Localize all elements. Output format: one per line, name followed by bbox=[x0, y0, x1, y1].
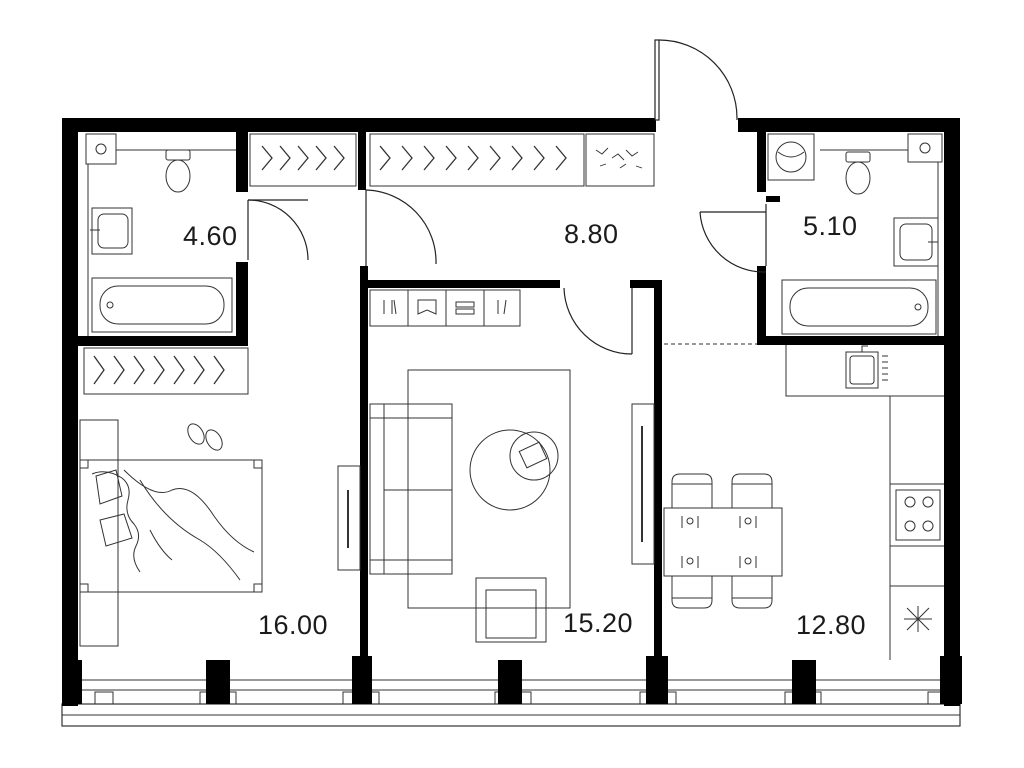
toilet-icon bbox=[845, 151, 871, 195]
bedroom-furniture bbox=[79, 419, 361, 647]
entrance-door bbox=[654, 39, 738, 121]
armchair-icon bbox=[475, 577, 547, 643]
rug bbox=[407, 369, 571, 609]
left-bath-door bbox=[247, 199, 309, 261]
right-bath-door bbox=[699, 204, 767, 273]
bedroom-door bbox=[365, 189, 437, 266]
tv-icon bbox=[631, 403, 655, 565]
kitchen-furniture bbox=[663, 343, 944, 660]
kitchen-counter bbox=[785, 345, 944, 660]
bathroom-right-area: 5.10 bbox=[803, 211, 858, 241]
living-room-furniture bbox=[369, 289, 655, 643]
bathtub-icon bbox=[781, 279, 937, 335]
bed-icon bbox=[79, 459, 263, 593]
kitchen-area: 12.80 bbox=[796, 610, 867, 640]
washing-machine-icon bbox=[767, 133, 815, 181]
kitchen-sink-icon bbox=[845, 345, 888, 389]
doors bbox=[247, 39, 767, 355]
hanger-icons bbox=[93, 145, 567, 385]
hallway-area: 8.80 bbox=[564, 219, 619, 249]
fridge-icon bbox=[904, 606, 932, 632]
toilet-icon bbox=[165, 149, 191, 193]
living-door bbox=[563, 287, 633, 355]
shoe-rack-icon bbox=[595, 147, 643, 169]
sink-icon bbox=[90, 207, 133, 255]
sofa-icon bbox=[369, 403, 453, 575]
left-bathroom-fixtures bbox=[85, 133, 236, 336]
coffee-table-icon bbox=[469, 429, 559, 511]
sink-icon bbox=[893, 217, 939, 267]
chair-icons bbox=[671, 473, 773, 609]
living-room-area: 15.20 bbox=[563, 608, 634, 638]
wardrobes bbox=[83, 133, 655, 395]
bathroom-left-area: 4.60 bbox=[183, 221, 238, 251]
shelf-unit bbox=[369, 289, 521, 327]
right-bathroom-fixtures bbox=[767, 133, 943, 336]
cooktop-icon bbox=[895, 489, 941, 541]
bedroom-area: 16.00 bbox=[258, 610, 329, 640]
tv-icon bbox=[337, 465, 361, 571]
slippers-icon bbox=[187, 423, 223, 451]
bathtub-icon bbox=[91, 277, 233, 333]
walls bbox=[62, 118, 962, 706]
nightstand bbox=[79, 419, 119, 647]
dining-table-icon bbox=[663, 507, 783, 577]
